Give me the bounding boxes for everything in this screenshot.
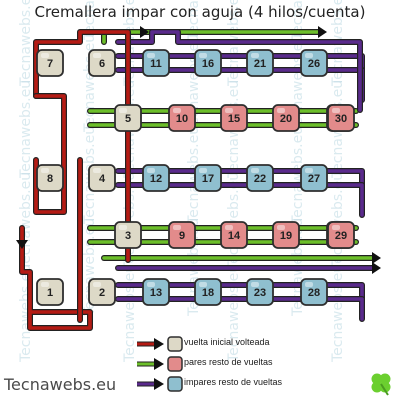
bead-5: 5 — [114, 104, 142, 132]
bead-label: 6 — [99, 58, 105, 70]
purple-thread-top — [116, 30, 362, 112]
bead-10: 10 — [168, 104, 196, 132]
bead-label: 5 — [125, 113, 131, 125]
background-watermark-text: Tecnawebs.eu — [18, 0, 34, 87]
bead-18: 18 — [194, 278, 222, 306]
red-thread-left — [34, 94, 66, 214]
bead-label: 2 — [99, 287, 105, 299]
bead-16: 16 — [194, 49, 222, 77]
background-watermark-text: Tecnawebs.eu — [290, 126, 306, 225]
bead-28: 28 — [300, 278, 328, 306]
bead-label: 28 — [308, 287, 320, 299]
bead-label: 20 — [280, 113, 292, 125]
bead-17: 17 — [194, 164, 222, 192]
bead-23: 23 — [246, 278, 274, 306]
bead-label: 19 — [280, 230, 292, 242]
bead-9: 9 — [168, 221, 196, 249]
background-watermark-text: Tecnawebs.eu — [82, 34, 98, 133]
bead-label: 1 — [47, 287, 53, 299]
bead-label: 4 — [99, 173, 106, 185]
bead-12: 12 — [142, 164, 170, 192]
bead-label: 30 — [335, 113, 347, 125]
background-watermark-text: Tecnawebs.eu — [18, 80, 34, 179]
bead-11: 11 — [142, 49, 170, 77]
green-arrow-head-lower — [372, 252, 381, 264]
bead-label: 12 — [150, 173, 162, 185]
bead-15: 15 — [220, 104, 248, 132]
bead-2: 2 — [88, 278, 116, 306]
bead-13: 13 — [142, 278, 170, 306]
bead-label: 15 — [228, 113, 240, 125]
bead-6: 6 — [88, 49, 116, 77]
red-arrow-head — [16, 240, 28, 249]
bead-22: 22 — [246, 164, 274, 192]
bead-label: 18 — [202, 287, 214, 299]
bead-label: 22 — [254, 173, 266, 185]
legend-label-even: pares resto de vueltas — [184, 357, 273, 367]
legend-swatch-blue — [167, 376, 183, 392]
bead-label: 23 — [254, 287, 266, 299]
bead-1: 1 — [36, 278, 64, 306]
bead-label: 14 — [228, 230, 241, 242]
bead-3: 3 — [114, 221, 142, 249]
bead-29: 29 — [327, 221, 355, 249]
bead-4: 4 — [88, 164, 116, 192]
red-thread-top — [34, 30, 130, 262]
bead-label: 8 — [47, 173, 53, 185]
legend-arrow-purple — [137, 378, 164, 390]
bead-19: 19 — [272, 221, 300, 249]
purple-arrow-head-lower — [372, 262, 381, 274]
bead-label: 3 — [125, 230, 131, 242]
bead-label: 21 — [254, 58, 266, 70]
legend-graphics — [137, 336, 183, 392]
bead-label: 10 — [176, 113, 188, 125]
bead-label: 9 — [179, 230, 185, 242]
bead-27: 27 — [300, 164, 328, 192]
bead-14: 14 — [220, 221, 248, 249]
legend-swatch-cream — [167, 336, 183, 352]
green-arrow-head — [318, 26, 327, 38]
bead-grid: 7611162126510152025308412172227391419242… — [36, 49, 355, 306]
legend-swatch-pink — [167, 356, 183, 372]
purple-arrow-head — [140, 26, 149, 38]
bead-label: 16 — [202, 58, 214, 70]
red-thread-left-outline — [33, 93, 67, 215]
site-watermark: Tecnawebs.eu — [4, 375, 117, 394]
bead-20: 20 — [272, 104, 300, 132]
bead-21: 21 — [246, 49, 274, 77]
legend-label-initial: vuelta inicial volteada — [184, 337, 270, 347]
bead-30: 30 — [327, 104, 355, 132]
legend-arrow-green — [137, 358, 164, 370]
diagram-title: Cremallera impar con aguja (4 hilos/cuen… — [34, 3, 366, 21]
legend-label-odd: impares resto de vueltas — [184, 377, 283, 387]
bead-label: 7 — [47, 58, 53, 70]
bead-26: 26 — [300, 49, 328, 77]
bead-label: 17 — [202, 173, 214, 185]
bead-8: 8 — [36, 164, 64, 192]
legend-arrow-red — [137, 338, 164, 350]
background-watermark-text: Tecnawebs.eu — [186, 126, 202, 225]
background-watermark-text: Tecnawebs.eu — [226, 264, 242, 363]
bead-label: 29 — [335, 230, 347, 242]
bead-label: 11 — [150, 58, 162, 70]
bead-label: 27 — [308, 173, 320, 185]
clover-icon — [371, 373, 391, 396]
bead-7: 7 — [36, 49, 64, 77]
background-watermark-text: Tecnawebs.eu — [330, 264, 346, 363]
bead-label: 13 — [150, 287, 162, 299]
bead-label: 26 — [308, 58, 320, 70]
background-watermark-text: Tecnawebs.eu — [122, 264, 138, 363]
red-thread-bottom — [20, 226, 92, 330]
